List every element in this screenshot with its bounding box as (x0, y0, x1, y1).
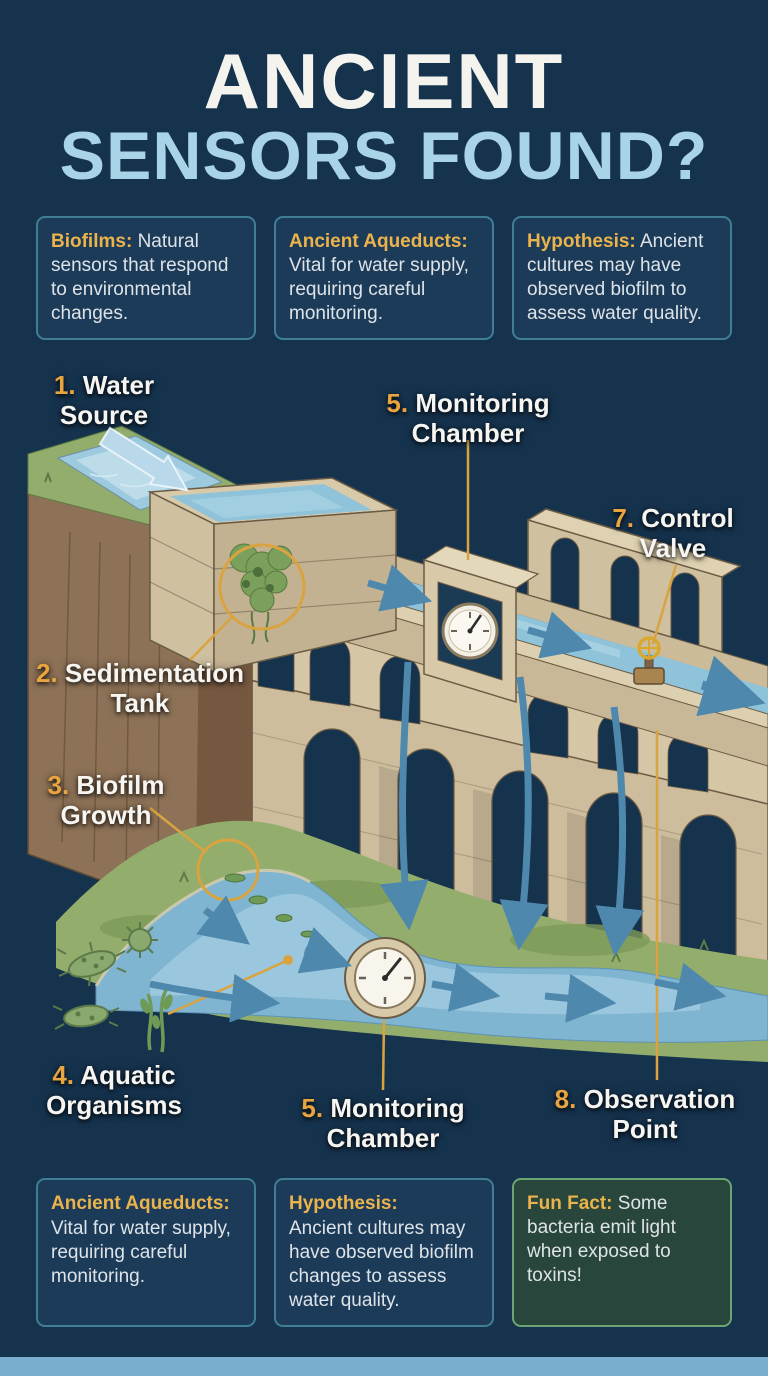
tank-biofilm-algae (229, 543, 293, 645)
info-box-aqueducts-bottom: Ancient Aqueducts: Vital for water suppl… (36, 1178, 256, 1327)
aqueduct-illustration (27, 425, 768, 1091)
leader-line-biofilm (149, 807, 205, 852)
label-water-source: 1. Water Source (34, 370, 174, 431)
label-text: Monitoring (330, 1093, 465, 1123)
label-sedimentation-tank: 2. Sedimentation Tank (24, 658, 256, 719)
callout-lines (149, 440, 678, 1091)
label-text: Water (82, 370, 155, 400)
label-number: 5. (386, 388, 409, 418)
label-control-valve: 7. Control Valve (598, 503, 748, 564)
label-number: 1. (53, 370, 76, 400)
leader-line-valve (651, 564, 678, 645)
label-text: Valve (639, 533, 707, 564)
flow-arrows (149, 564, 766, 1023)
info-box-body: Ancient cultures may have observed biofi… (527, 231, 704, 324)
label-number: 4. (52, 1060, 75, 1090)
water-source-arrow-icon (98, 426, 189, 492)
info-box-fun-fact: Fun Fact: Some bacteria emit light when … (512, 1178, 732, 1327)
leader-line-aquatic (167, 960, 285, 1016)
aqueduct-diagram: 1. Water Source 5. Monitoring Chamber 7.… (0, 362, 768, 1162)
info-box-body: Some bacteria emit light when exposed to… (527, 1193, 676, 1286)
info-box-body: Vital for water supply, requiring carefu… (289, 254, 469, 324)
seaweed-icon (140, 989, 173, 1053)
leader-dot-aquatic (283, 955, 293, 965)
bacteria-icon (52, 922, 173, 1053)
label-text: Chamber (411, 418, 525, 449)
upper-tier-arcade (527, 508, 742, 654)
label-number: 8. (554, 1084, 577, 1114)
top-info-row: Biofilms: Natural sensors that respond t… (36, 216, 732, 340)
info-box-lead: Ancient Aqueducts: (51, 1193, 230, 1214)
label-text: Aquatic (80, 1060, 176, 1090)
label-text: Tank (110, 688, 170, 719)
label-monitoring-chamber-top: 5. Monitoring Chamber (368, 388, 568, 449)
label-text: Organisms (46, 1090, 182, 1121)
sedimentation-tank (147, 477, 399, 674)
info-box-hypothesis-bottom: Hypothesis: Ancient cultures may have ob… (274, 1178, 494, 1327)
info-box-lead: Fun Fact: (527, 1193, 613, 1214)
label-aquatic-organisms: 4. Aquatic Organisms (24, 1060, 204, 1121)
info-box-hypothesis-top: Hypothesis: Ancient cultures may have ob… (512, 216, 732, 340)
info-box-biofilms: Biofilms: Natural sensors that respond t… (36, 216, 256, 340)
label-text: Monitoring (415, 388, 550, 418)
label-text: Point (612, 1114, 678, 1145)
info-box-lead: Hypothesis: (289, 1193, 398, 1214)
info-box-body: Ancient cultures may have observed biofi… (289, 1217, 474, 1311)
label-monitoring-chamber-bottom: 5. Monitoring Chamber (283, 1093, 483, 1154)
label-number: 2. (35, 658, 58, 688)
label-text: Source (59, 400, 149, 431)
title-line-2: SENSORS FOUND? (59, 118, 709, 195)
info-box-body: Natural sensors that respond to environm… (51, 231, 229, 324)
footer-bar (0, 1357, 768, 1376)
page-title: ANCIENT SENSORS FOUND? (0, 0, 768, 195)
label-biofilm-growth: 3. Biofilm Growth (26, 770, 186, 831)
label-text: Control (641, 503, 734, 533)
title-line-1: ANCIENT (203, 37, 565, 125)
highlight-circle-sedimentation (218, 543, 306, 631)
gauge-icon-bottom (344, 937, 426, 1019)
label-text: Observation (583, 1084, 736, 1114)
valve-icon (633, 636, 665, 685)
info-box-lead: Biofilms: (51, 231, 133, 252)
info-box-body: Vital for water supply, requiring carefu… (51, 1217, 231, 1287)
label-text: Chamber (326, 1123, 440, 1154)
label-number: 3. (47, 770, 70, 800)
info-box-aqueducts-top: Ancient Aqueducts: Vital for water suppl… (274, 216, 494, 340)
gauge-icon-top (441, 602, 499, 660)
leader-line-monitoring-bottom (381, 1019, 386, 1091)
label-text: Biofilm (76, 770, 165, 800)
label-number: 7. (612, 503, 635, 533)
label-observation-point: 8. Observation Point (545, 1084, 745, 1145)
monitoring-chamber-top (422, 545, 540, 704)
bottom-info-row: Ancient Aqueducts: Vital for water suppl… (36, 1178, 732, 1327)
label-text: Sedimentation (64, 658, 245, 688)
info-box-lead: Ancient Aqueducts: (289, 231, 468, 252)
info-box-lead: Hypothesis: (527, 231, 636, 252)
label-number: 5. (301, 1093, 324, 1123)
label-text: Growth (60, 800, 152, 831)
leader-line-sedimentation (189, 616, 233, 661)
